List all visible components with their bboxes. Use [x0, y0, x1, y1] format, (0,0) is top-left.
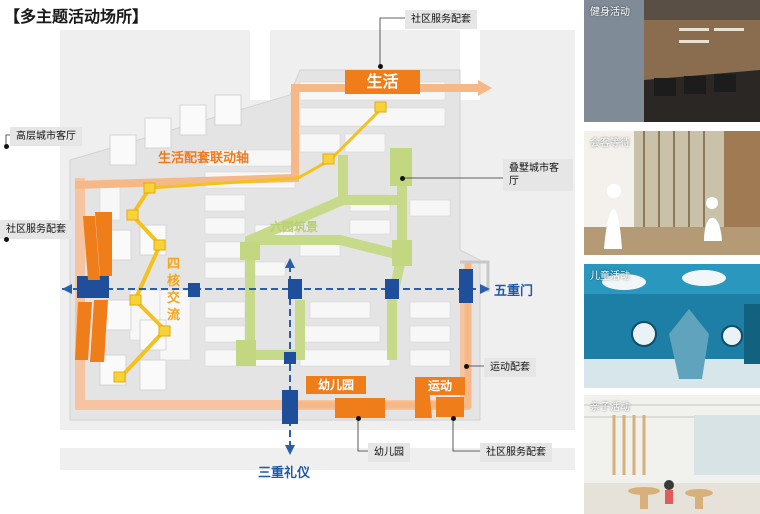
photo-parent-child-label: 亲子活动 [590, 402, 630, 413]
four-core-exchange-label: 四 核 交 流 [167, 256, 185, 324]
four-core-char-2: 核 [167, 274, 181, 289]
site-plan-diagram [5, 17, 575, 500]
callout-bottom-service-dot [451, 416, 456, 421]
four-core-char-3: 交 [167, 291, 181, 306]
photo-fitness-label: 健身活动 [590, 7, 630, 18]
callout-highrise-dot [4, 144, 9, 149]
callout-sports: 运动配套 [484, 358, 536, 377]
photo-parent-child: 亲子活动 [584, 395, 760, 514]
photo-children-label: 儿童活动 [590, 271, 630, 282]
life-label: 生活 [345, 70, 420, 94]
five-gates-label: 五重门 [494, 284, 534, 299]
life-axis-label: 生活配套联动轴 [158, 151, 250, 166]
four-core-char-4: 流 [167, 308, 181, 323]
callout-top-service-dot [378, 64, 383, 69]
photo-fitness: 健身活动 [584, 0, 760, 122]
photo-reception-label: 会客等待 [590, 138, 630, 149]
photo-reception: 会客等待 [584, 131, 760, 255]
page-title: 【多主题活动场所】 [4, 7, 149, 26]
callout-left-service-dot [4, 237, 9, 242]
three-ceremonies-label: 三重礼仪 [258, 466, 311, 481]
sports-label: 运动 [415, 377, 465, 395]
six-gardens-label: 六园筑景 [270, 220, 319, 234]
callout-highrise: 高层城市客厅 [10, 127, 82, 146]
callout-kindergarten-dot [356, 416, 361, 421]
callout-top-service: 社区服务配套 [405, 10, 477, 29]
callout-kindergarten: 幼儿园 [368, 443, 410, 462]
callout-sports-dot [464, 364, 469, 369]
photo-children: 儿童活动 [584, 264, 760, 388]
callout-villa: 叠墅城市客厅 [503, 159, 573, 191]
callout-bottom-service: 社区服务配套 [480, 443, 552, 462]
callout-left-service: 社区服务配套 [0, 220, 72, 239]
four-core-char-1: 四 [167, 257, 181, 272]
kindergarten-label: 幼儿园 [306, 376, 366, 394]
callout-villa-dot [400, 176, 405, 181]
